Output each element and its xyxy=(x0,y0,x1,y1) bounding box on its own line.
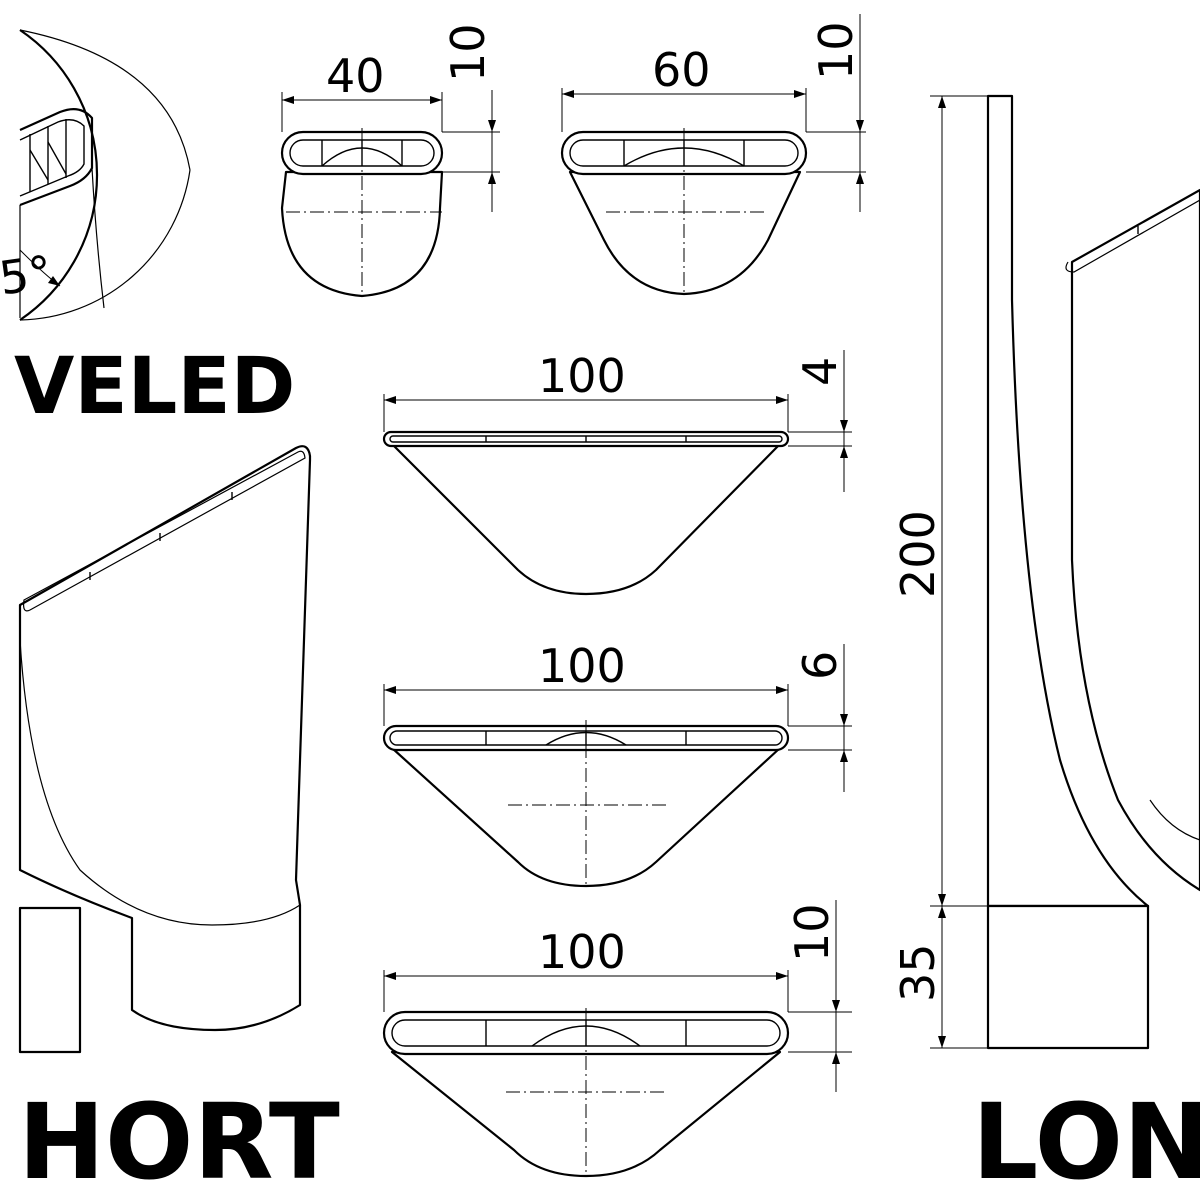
nozzle-100x10-front: 100 10 xyxy=(382,900,852,1178)
dim-6: 6 xyxy=(793,651,847,680)
dim-100-c: 100 xyxy=(538,925,626,979)
dim-10-b: 10 xyxy=(809,21,863,80)
long-label: LON xyxy=(972,1081,1200,1200)
bevel-angle-label: 5° xyxy=(0,245,55,306)
dim-10-c: 10 xyxy=(785,903,839,962)
nozzle-100x4-front: 100 4 xyxy=(382,349,852,596)
dim-10-a: 10 xyxy=(441,23,495,82)
short-label: HORT xyxy=(18,1081,340,1200)
beveled-nozzle-perspective xyxy=(18,445,312,1054)
dim-100-a: 100 xyxy=(538,349,626,403)
dim-200: 200 xyxy=(891,510,945,598)
dim-35: 35 xyxy=(891,943,945,1002)
long-nozzle-side-view: 200 35 xyxy=(891,94,1150,1050)
bevel-detail-view: 5° xyxy=(0,29,191,321)
dim-60: 60 xyxy=(652,43,711,97)
dim-4: 4 xyxy=(793,357,847,386)
dim-100-b: 100 xyxy=(538,639,626,693)
beveled-label: VELED xyxy=(14,342,295,432)
nozzle-60-front: 60 10 xyxy=(560,14,866,296)
long-nozzle-perspective xyxy=(1065,188,1200,892)
dim-40: 40 xyxy=(326,49,385,103)
nozzle-100x6-front: 100 6 xyxy=(382,639,852,888)
nozzle-40-front: 40 10 xyxy=(280,23,500,298)
